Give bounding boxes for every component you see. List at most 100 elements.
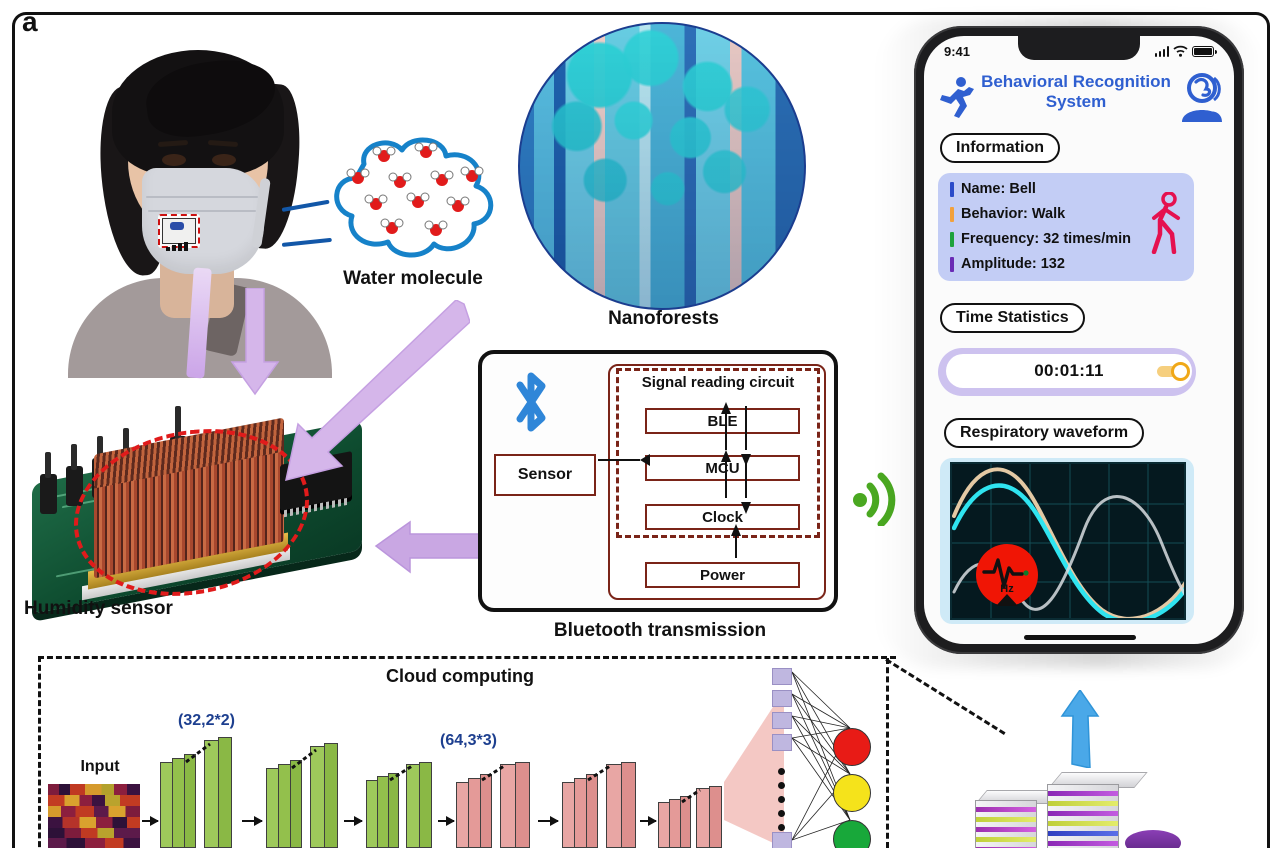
output-class-yellow: [833, 774, 871, 812]
nanoforests-micrograph: [518, 22, 806, 310]
micrograph-shading: [520, 24, 804, 308]
cnn-arrow: [438, 816, 455, 826]
cellular-signal-icon: [1154, 45, 1169, 57]
timer-value: 00:01:11: [946, 354, 1192, 388]
status-bar: 9:41: [924, 36, 1234, 66]
dotted-connector: [291, 748, 317, 770]
block-power: Power: [645, 562, 800, 588]
signal-reading-outer-box: [608, 364, 826, 600]
cnn-layer-label-2: (64,3*3): [440, 732, 497, 749]
mask-fold: [146, 196, 258, 198]
dotted-connector: [389, 764, 413, 782]
dotted-connector: [587, 764, 611, 782]
input-heatmap: [48, 784, 140, 848]
heatmap-rows: [48, 784, 140, 848]
row-color-bar: [950, 231, 954, 247]
bluetooth-icon: [516, 372, 546, 432]
running-person-icon: [940, 77, 974, 118]
circuit-arrows: [598, 402, 751, 558]
frequency-badge: Hz: [976, 544, 1038, 606]
output-class-red: [833, 728, 871, 766]
walking-person-icon: [1151, 192, 1180, 254]
purple-arrow-left: [374, 520, 484, 574]
header-pin: [40, 452, 57, 514]
block-ble: BLE: [645, 408, 800, 434]
mask-fold: [148, 210, 256, 212]
header-pin: [66, 444, 83, 506]
conv-block-green-3: [366, 762, 436, 848]
info-row-label: Amplitude: 132: [961, 256, 1065, 272]
status-indicators: [1154, 45, 1217, 57]
row-color-bar: [950, 206, 954, 222]
conv-block-pink-1: [456, 762, 534, 848]
cnn-arrow: [344, 816, 363, 826]
signal-reading-circuit-title: Signal reading circuit: [641, 374, 795, 391]
row-color-bar: [950, 256, 954, 272]
server-disc: [1125, 830, 1181, 848]
signal-reading-dashed-box: [616, 368, 820, 538]
conv-block-green-2: [266, 743, 342, 848]
row-color-bar: [950, 181, 954, 197]
chip-bars: [166, 233, 192, 251]
section-information-pill[interactable]: Information: [940, 133, 1060, 163]
fc-node: [772, 712, 792, 729]
user-brain-icon: [1182, 73, 1222, 122]
section-respiratory-waveform-pill[interactable]: Respiratory waveform: [944, 418, 1145, 448]
cnn-layer-label-1: (32,2*2): [178, 712, 235, 729]
badge-text: Hz: [1000, 583, 1014, 595]
section-time-statistics-pill[interactable]: Time Statistics: [940, 303, 1085, 333]
humidity-sensor-caption: Humidity sensor: [24, 598, 173, 619]
bluetooth-caption: Bluetooth transmission: [553, 620, 767, 641]
conv-block-pink-2: [562, 762, 640, 848]
cloud-computing-caption: Cloud computing: [386, 666, 534, 686]
dotted-connector: [681, 788, 701, 804]
info-row-label: Behavior: Walk: [961, 206, 1066, 222]
info-row-behavior: Behavior: Walk: [950, 206, 1065, 222]
app-title: Behavioral Recognition System: [981, 72, 1171, 112]
output-class-green: [833, 820, 871, 848]
info-row-name: Name: Bell: [950, 181, 1036, 197]
dotted-connector: [185, 742, 211, 764]
leader-line-diagonal: [885, 658, 1006, 735]
phone-notch: [1018, 34, 1140, 60]
status-time: 9:41: [944, 43, 971, 59]
fc-node: [772, 668, 792, 685]
eye-right: [212, 154, 236, 166]
blue-up-arrow-icon: [1060, 690, 1100, 768]
home-indicator: [1024, 635, 1136, 640]
info-row-label: Name: Bell: [961, 181, 1036, 197]
cnn-arrow: [640, 816, 657, 826]
water-molecule-cloud: [320, 130, 505, 265]
fc-node: [772, 832, 792, 848]
cloud-outline-icon: [334, 137, 494, 258]
battery-icon: [1192, 45, 1217, 57]
dotted-connector: [481, 764, 505, 782]
info-row-frequency: Frequency: 32 times/min: [950, 231, 1131, 247]
conv-block-pink-3: [658, 786, 728, 848]
cnn-arrow: [242, 816, 263, 826]
information-card: Name: Bell Behavior: Walk Frequency: 32 …: [938, 173, 1194, 281]
server-rack-icon: [975, 772, 1185, 848]
cnn-arrow: [538, 816, 559, 826]
heartbeat-icon: Hz: [982, 558, 1029, 606]
purple-arrow-diagonal: [285, 300, 470, 482]
info-row-label: Frequency: 32 times/min: [961, 231, 1132, 247]
fc-ellipsis-dots: [778, 768, 785, 831]
toggle-knob: [1171, 362, 1190, 381]
cnn-input-label: Input: [80, 758, 120, 775]
eye-left: [162, 154, 186, 166]
info-row-amplitude: Amplitude: 132: [950, 256, 1065, 272]
wifi-signal-icon: [853, 472, 896, 526]
block-clock: Clock: [645, 504, 800, 530]
person-with-mask-photo: [50, 28, 350, 379]
panel-label: a: [22, 6, 38, 37]
water-molecule-caption: Water molecule: [343, 268, 483, 289]
leader-line-vertical: [886, 658, 889, 848]
toggle-track: [1157, 366, 1177, 377]
purple-arrow-down: [230, 288, 280, 396]
fc-node: [772, 734, 792, 751]
flatten-fan: [724, 690, 784, 848]
wifi-icon: [1173, 45, 1188, 57]
timer-toggle[interactable]: [1157, 362, 1191, 381]
